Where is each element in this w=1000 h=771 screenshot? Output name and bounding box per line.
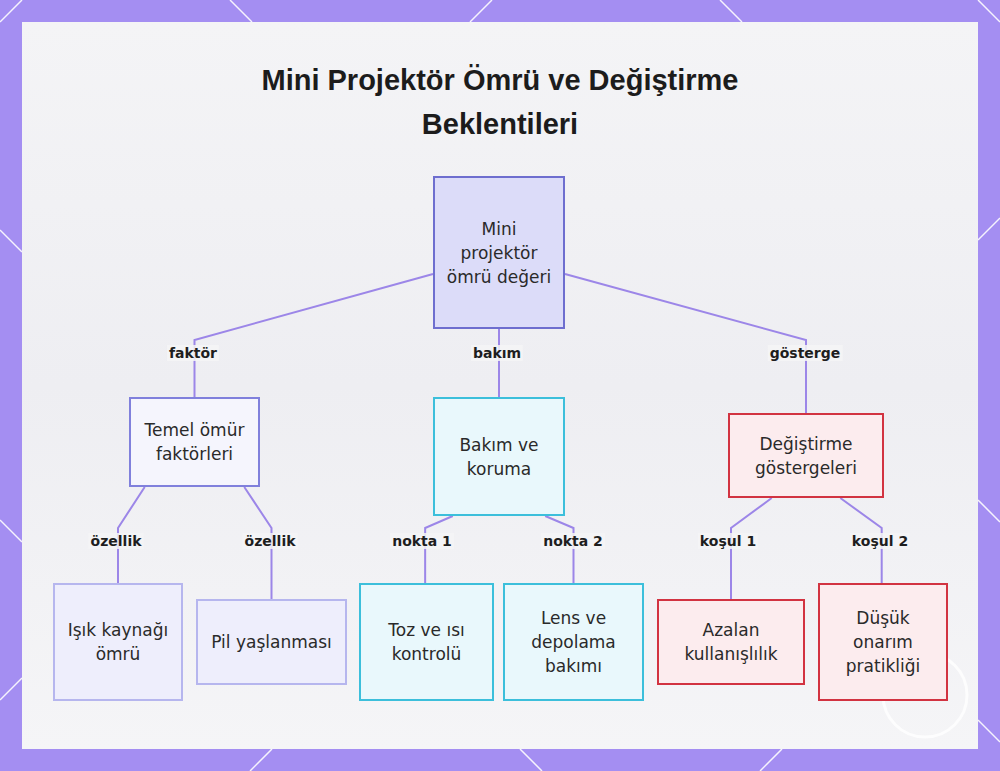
concept-box: Mini projektör ömrü değeri — [433, 176, 565, 329]
diagram-title: Mini Projektör Ömrü ve Değiştirme Beklen… — [200, 58, 800, 146]
box-text: Azalan kullanışlılık — [669, 618, 793, 666]
edge-label: özellik — [243, 533, 298, 549]
box-text: Değiştirme göstergeleri — [740, 432, 872, 480]
edge-label: bakım — [471, 345, 523, 361]
concept-box: Lens ve depolama bakımı — [503, 583, 644, 701]
connector-line — [498, 329, 500, 397]
edge-label: özellik — [89, 533, 144, 549]
concept-box: Bakım ve koruma — [433, 397, 565, 516]
connector-line — [425, 516, 453, 583]
box-text: Temel ömür faktörleri — [141, 418, 248, 466]
connector-line — [195, 274, 434, 397]
concept-box: Düşük onarım pratikliği — [818, 583, 948, 701]
box-text: Mini projektör ömrü değeri — [445, 217, 553, 289]
edge-label: koşul 1 — [698, 533, 758, 549]
edge-label: faktör — [167, 345, 219, 361]
edge-label: koşul 2 — [850, 533, 910, 549]
edge-label: nokta 2 — [541, 533, 605, 549]
box-text: Bakım ve koruma — [445, 433, 553, 481]
concept-box: Temel ömür faktörleri — [129, 397, 260, 487]
box-text: Işık kaynağı ömrü — [65, 618, 171, 666]
box-text: Pil yaşlanması — [211, 630, 332, 654]
concept-box: Değiştirme göstergeleri — [728, 413, 884, 498]
edge-label: gösterge — [768, 345, 843, 361]
edge-label: nokta 1 — [390, 533, 454, 549]
box-text: Lens ve depolama bakımı — [515, 606, 632, 678]
concept-box: Pil yaşlanması — [196, 599, 347, 685]
box-text: Toz ve ısı kontrolü — [371, 618, 482, 666]
connector-line — [565, 274, 806, 413]
concept-box: Işık kaynağı ömrü — [53, 583, 183, 701]
connector-line — [545, 516, 573, 583]
concept-box: Toz ve ısı kontrolü — [359, 583, 494, 701]
box-text: Düşük onarım pratikliği — [830, 606, 936, 678]
concept-box: Azalan kullanışlılık — [657, 599, 805, 685]
